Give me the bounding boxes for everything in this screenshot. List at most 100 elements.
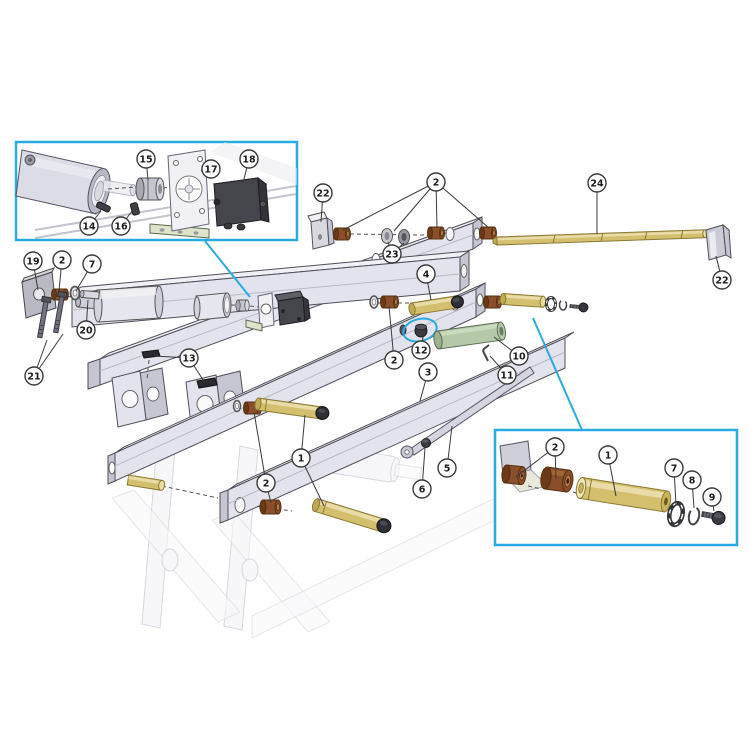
inset-set-pin (129, 202, 140, 216)
inset-cylinder (15, 149, 111, 215)
green-roller (433, 321, 507, 350)
callout-6[interactable]: 6 (412, 479, 432, 499)
svg-text:5: 5 (444, 463, 451, 474)
svg-text:22: 22 (316, 188, 329, 199)
inserted-pin (126, 474, 166, 491)
brass-pin-upper (254, 397, 330, 421)
bushing-right (483, 295, 502, 309)
callout-22-left[interactable]: 22 (313, 183, 333, 203)
callout-18[interactable]: 18 (239, 149, 259, 169)
bushing-top-3 (479, 226, 497, 240)
svg-text:1: 1 (605, 450, 612, 461)
callout-7-left[interactable]: 7 (82, 254, 102, 274)
callout-12[interactable]: 12 (411, 340, 431, 360)
callout-16[interactable]: 16 (111, 216, 131, 236)
callout-2-top[interactable]: 2 (426, 172, 446, 192)
svg-text:19: 19 (26, 256, 39, 267)
svg-text:22: 22 (715, 275, 728, 286)
mounting-bolts (37, 290, 68, 339)
svg-text:2: 2 (433, 177, 440, 188)
wave-washer-small (545, 296, 557, 312)
grommet-1 (381, 228, 393, 244)
callout-1-inset[interactable]: 1 (598, 445, 618, 465)
callout-2-mid[interactable]: 2 (384, 350, 404, 370)
callout-2-bottom[interactable]: 2 (256, 473, 276, 493)
callout-22-right[interactable]: 22 (712, 270, 732, 290)
callout-7-inset[interactable]: 7 (664, 458, 684, 478)
brass-pin-lower (311, 498, 392, 534)
callout-9-inset[interactable]: 9 (702, 487, 722, 507)
svg-text:18: 18 (242, 154, 256, 165)
callout-1-main[interactable]: 1 (291, 448, 311, 468)
callout-2-left[interactable]: 2 (52, 250, 72, 270)
callout-10[interactable]: 10 (509, 346, 529, 366)
inset2-bushing-2 (540, 466, 574, 493)
svg-text:6: 6 (419, 484, 426, 495)
bushing-mid (380, 295, 399, 309)
svg-text:11: 11 (500, 370, 513, 381)
washer-mid (369, 295, 379, 309)
inset2-brass-pin (575, 477, 672, 513)
callout-15[interactable]: 15 (136, 149, 156, 169)
callout-17[interactable]: 17 (201, 159, 221, 179)
svg-text:9: 9 (709, 492, 716, 503)
anchor-plate (21, 267, 57, 319)
svg-text:7: 7 (89, 259, 96, 270)
cylinder-end-assembly (193, 290, 311, 332)
bushing-top-2 (427, 226, 445, 240)
svg-text:1: 1 (298, 453, 305, 464)
callout-11[interactable]: 11 (497, 365, 517, 385)
inset-rod-pin (95, 201, 111, 213)
svg-text:20: 20 (79, 325, 93, 336)
inset-coupler (135, 177, 165, 201)
svg-text:12: 12 (414, 345, 427, 356)
hydraulic-cylinder (75, 285, 164, 323)
svg-text:21: 21 (27, 371, 40, 382)
screw-small (569, 302, 589, 313)
short-pin-right (499, 292, 547, 308)
svg-text:23: 23 (385, 249, 398, 260)
cotter-pin (482, 344, 490, 362)
svg-text:24: 24 (590, 178, 604, 189)
svg-text:2: 2 (391, 355, 398, 366)
svg-text:8: 8 (689, 475, 696, 486)
callout-23[interactable]: 23 (382, 244, 402, 264)
detail-inset-cylinder-end (14, 140, 299, 242)
ghost-lower-assembly (111, 431, 521, 639)
detail-inset-pin-assembly (493, 428, 739, 547)
front-lower-beam (219, 331, 575, 524)
svg-text:2: 2 (552, 442, 559, 453)
pin-in-beam-end (408, 295, 464, 316)
svg-text:17: 17 (204, 164, 217, 175)
callout-21[interactable]: 21 (24, 366, 44, 386)
svg-text:3: 3 (425, 367, 432, 378)
svg-text:14: 14 (82, 221, 96, 232)
inset1-connector-line (204, 240, 251, 298)
link-rod (400, 366, 535, 459)
callout-5[interactable]: 5 (437, 458, 457, 478)
svg-text:15: 15 (139, 154, 152, 165)
callout-2-inset[interactable]: 2 (545, 437, 565, 457)
inset2-wave-washer (666, 500, 686, 528)
callout-4[interactable]: 4 (416, 264, 436, 284)
callout-13[interactable]: 13 (179, 348, 199, 368)
callout-24[interactable]: 24 (587, 173, 607, 193)
rod-end (79, 289, 100, 300)
callout-19[interactable]: 19 (23, 251, 43, 271)
callout-3[interactable]: 3 (418, 362, 438, 382)
inset2-screw (701, 510, 726, 525)
bushing-top-1 (333, 227, 351, 241)
callout-8-inset[interactable]: 8 (682, 470, 702, 490)
inset2-snap-ring (687, 506, 701, 526)
middle-arm-beam (71, 250, 470, 328)
callout-20[interactable]: 20 (76, 320, 96, 340)
svg-text:16: 16 (114, 221, 128, 232)
inset2-bushing-1 (501, 464, 527, 486)
svg-text:4: 4 (423, 269, 430, 280)
inset2-connector-line (532, 317, 583, 431)
svg-text:2: 2 (263, 478, 270, 489)
washer-left (69, 285, 81, 301)
callout-14[interactable]: 14 (79, 216, 99, 236)
grommet-2 (398, 229, 410, 245)
